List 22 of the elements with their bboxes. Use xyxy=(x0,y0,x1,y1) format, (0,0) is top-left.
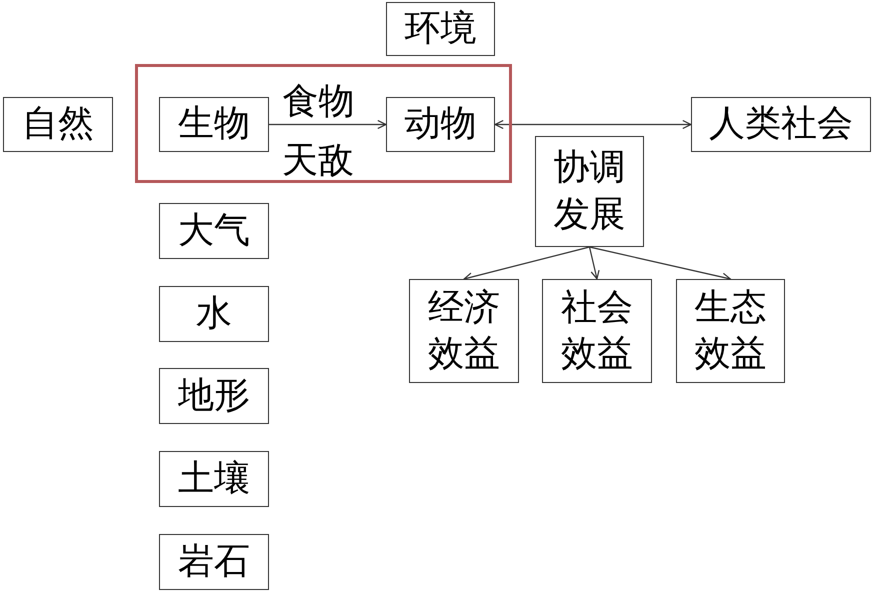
double-arrow xyxy=(494,120,692,130)
concept-box: 经济效益 xyxy=(409,279,519,383)
group-frame xyxy=(135,64,512,183)
concept-box: 大气 xyxy=(159,203,269,259)
concept-box: 生物 xyxy=(159,97,269,152)
concept-box: 社会效益 xyxy=(542,279,652,383)
arrow xyxy=(589,246,731,282)
concept-box: 协调发展 xyxy=(535,136,644,247)
concept-box: 人类社会 xyxy=(691,97,871,152)
concept-box: 自然 xyxy=(3,97,113,152)
arrow xyxy=(269,120,386,130)
concept-box: 生态效益 xyxy=(676,279,785,383)
concept-box: 土壤 xyxy=(159,451,269,507)
concept-box: 地形 xyxy=(159,368,269,424)
arrow xyxy=(588,246,600,280)
arrow xyxy=(464,246,590,282)
arrow-label: 天敌 xyxy=(282,143,354,179)
concept-box: 水 xyxy=(159,286,269,342)
concept-box: 动物 xyxy=(386,97,495,152)
concept-box: 岩石 xyxy=(159,534,269,590)
edge-label: 食物 xyxy=(282,84,354,120)
concept-box: 环境 xyxy=(386,2,495,56)
